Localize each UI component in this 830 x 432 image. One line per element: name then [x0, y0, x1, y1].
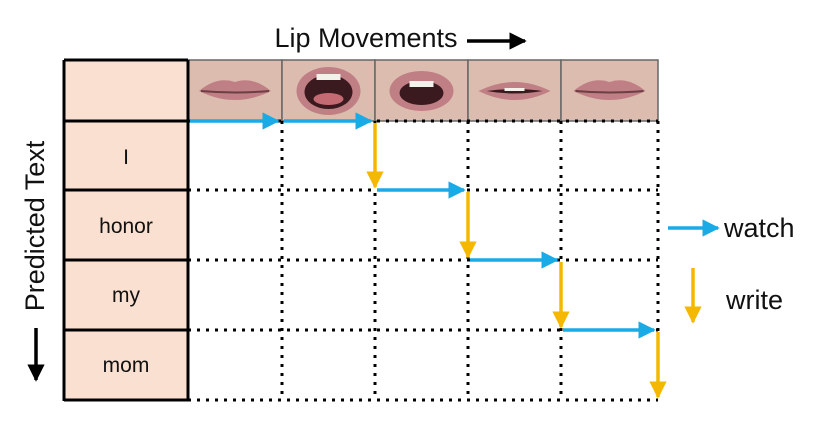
label-column-borders	[62, 58, 190, 402]
legend: watch write	[668, 213, 795, 324]
row-label-2: honor	[99, 215, 153, 238]
row-label-3: my	[112, 284, 140, 307]
lip-frame-2	[281, 59, 376, 122]
legend-write-label: write	[725, 285, 783, 315]
row-label-1: I	[123, 146, 129, 169]
row-label-4: mom	[103, 354, 150, 377]
lip-frames-strip	[187, 59, 659, 122]
alignment-path	[190, 112, 667, 399]
legend-watch-label: watch	[723, 213, 795, 243]
dotted-grid	[188, 119, 660, 402]
label-column	[64, 60, 188, 400]
lip-frame-4	[467, 59, 562, 122]
lip-frame-5	[560, 59, 659, 122]
lip-frame-3	[374, 59, 469, 122]
predicted-text-label: Predicted Text	[20, 140, 50, 311]
lip-frame-1	[187, 59, 283, 122]
lip-movements-title: Lip Movements	[274, 23, 457, 53]
